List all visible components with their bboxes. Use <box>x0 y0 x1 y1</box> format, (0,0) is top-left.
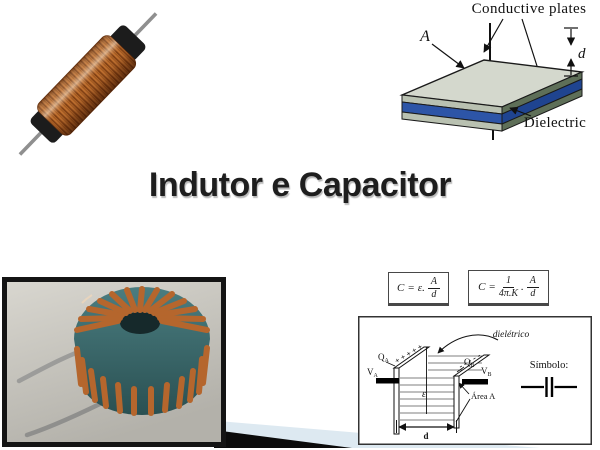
toroid-windings <box>74 286 210 416</box>
toroid-hole <box>120 312 160 334</box>
dielectric-arrow <box>509 106 532 117</box>
voltage-b-label: VB <box>481 366 492 378</box>
area-over-distance-fraction: A d <box>526 275 539 299</box>
thickness-label: d <box>578 46 586 62</box>
dielectric-annotation: dielétrico <box>493 330 530 340</box>
left-plate <box>392 346 431 435</box>
voltage-a-label: VA <box>367 367 379 379</box>
dielectric-annotation-arrow <box>437 334 499 354</box>
fraction-numerator: A <box>427 276 440 289</box>
area-annotation-leader <box>455 398 471 423</box>
inductor-body-group <box>18 12 158 156</box>
area-annotation: Área A <box>471 391 496 401</box>
charge-b-leader <box>456 366 465 373</box>
plates-arrow-left <box>483 18 504 53</box>
conductive-plates-label: Conductive plates <box>472 1 587 17</box>
toroidal-inductor-photo <box>2 277 226 447</box>
epsilon-coefficient: ε. <box>417 282 425 294</box>
charge-a-label: QA <box>378 352 390 364</box>
capacitor-plates-diagram: dielétrico + + + + + - - - - - QA <box>358 316 592 445</box>
formula-epsilon-box: C = ε. A d <box>388 272 449 306</box>
fraction-numerator: 1 <box>502 275 514 288</box>
permittivity-label: ε <box>422 389 426 400</box>
fraction-denominator: 4π.K <box>498 287 519 299</box>
capacitor-structure-diagram: Conductive plates A d Dielectric <box>399 1 587 140</box>
fraction-denominator: d <box>530 287 536 299</box>
area-annotation-arrow <box>458 382 470 395</box>
equals-sign: = <box>407 282 415 294</box>
bottom-plate-side <box>501 88 583 132</box>
toroid-highlight <box>81 294 93 304</box>
multiplication-dot: . <box>521 281 524 293</box>
thickness-dimension: d <box>564 27 586 77</box>
charge-a-leader <box>385 361 396 367</box>
slide-title: Indutor e Capacitor <box>148 166 452 204</box>
field-lines <box>400 355 482 421</box>
wedge-black <box>214 430 352 448</box>
area-arrow <box>431 43 465 69</box>
area-label: A <box>419 28 430 45</box>
formula-lhs: C <box>397 282 405 294</box>
charge-b-label: QB <box>464 357 475 369</box>
fraction-numerator: A <box>526 275 539 288</box>
distance-dimension: d <box>396 420 457 441</box>
formula-k-box: C = 1 4π.K . A d <box>468 270 549 306</box>
inductor-photo <box>18 12 158 156</box>
coil-shading <box>37 35 136 136</box>
dielectric-label: Dielectric <box>524 115 586 131</box>
inductor-end-cap <box>30 107 67 143</box>
right-plate <box>452 354 491 429</box>
equals-sign: = <box>488 281 496 293</box>
area-over-distance-fraction: A d <box>427 276 440 300</box>
inductor-end-cap <box>109 25 146 61</box>
capacitor-symbol-icon <box>521 377 577 397</box>
fraction-denominator: d <box>431 288 437 300</box>
symbol-caption: Símbolo: <box>530 360 569 371</box>
terminal-b-lead <box>462 379 488 385</box>
one-over-4pik-fraction: 1 4π.K <box>498 275 519 299</box>
terminal-a-lead <box>376 378 399 384</box>
distance-label: d <box>423 431 428 441</box>
formula-lhs: C <box>478 281 486 293</box>
